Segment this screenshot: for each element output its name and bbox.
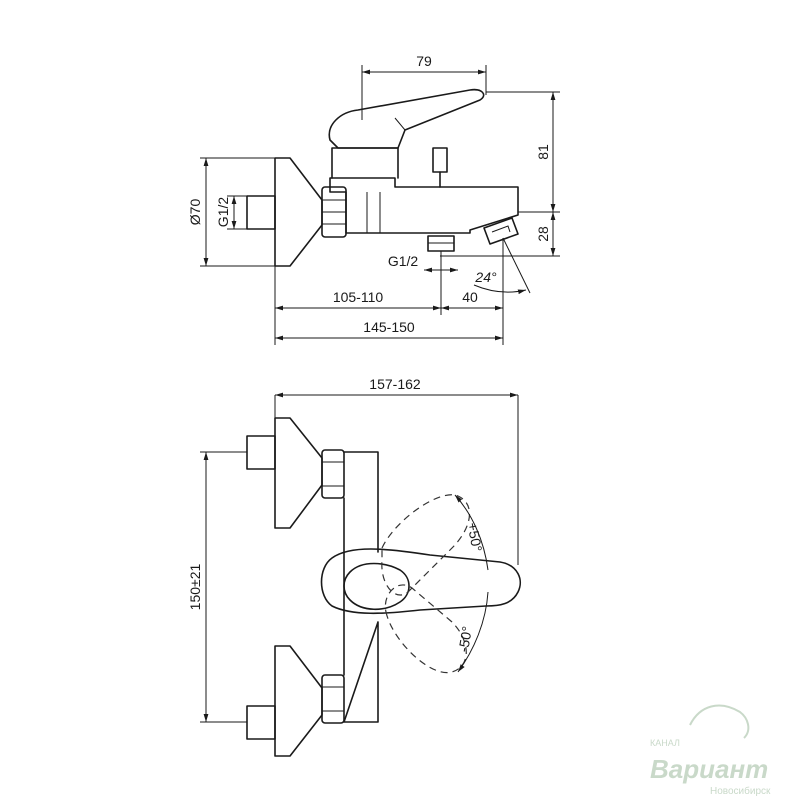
top-flange: [274, 417, 323, 529]
wall-flange: [274, 157, 323, 267]
lever-front: [320, 548, 522, 615]
dim-label-150: 150±21: [187, 563, 203, 610]
dim-label-40: 40: [462, 289, 478, 305]
lever-ghost-minus: [384, 584, 467, 674]
front-view: 157-162 150±21 +50° -50°: [187, 376, 522, 757]
dim-label-145: 145-150: [363, 319, 415, 335]
arc-minus: [457, 591, 489, 673]
dim-label-g12-out: G1/2: [388, 253, 419, 269]
cartridge-cap: [331, 147, 399, 179]
lever-cap: [343, 562, 410, 611]
watermark-logo: КАНАЛ Вариант Новосибирск: [650, 704, 771, 797]
dim-label-g12-in: G1/2: [215, 197, 231, 228]
arc-plus: [454, 494, 489, 571]
dim-label-28: 28: [535, 226, 551, 242]
dim-label-79: 79: [416, 53, 432, 69]
vertical-body: [343, 451, 379, 723]
top-hex-nut: [321, 449, 345, 499]
bottom-inlet-pipe: [246, 705, 276, 740]
dim-label-d70: Ø70: [187, 199, 203, 226]
dim-label-24: 24°: [474, 269, 497, 285]
bottom-hex-nut: [321, 674, 345, 724]
dim-arc-24: [473, 284, 527, 295]
dim-label-105: 105-110: [333, 289, 384, 305]
watermark-tag: КАНАЛ: [650, 738, 680, 748]
bottom-flange: [274, 645, 323, 757]
watermark-city: Новосибирск: [710, 785, 771, 797]
lever-handle: [328, 88, 485, 149]
watermark-branch-icon: [689, 704, 750, 739]
dim-label-157: 157-162: [369, 376, 421, 392]
watermark-brand: Вариант: [650, 754, 768, 784]
mixer-body: [329, 177, 519, 234]
spout-aerator: [483, 217, 519, 245]
lever-ghost-plus: [381, 494, 471, 596]
inlet-pipe: [246, 195, 276, 230]
dim-label-plus50: +50°: [464, 521, 485, 553]
top-inlet-pipe: [246, 435, 276, 470]
dim-label-81: 81: [535, 144, 551, 160]
dim-label-minus50: -50°: [455, 625, 475, 653]
side-view: 79 81 28 Ø70 G1/2 G1/2 24° 105-110 40 14…: [187, 53, 560, 345]
diverter-knob: [432, 147, 448, 173]
